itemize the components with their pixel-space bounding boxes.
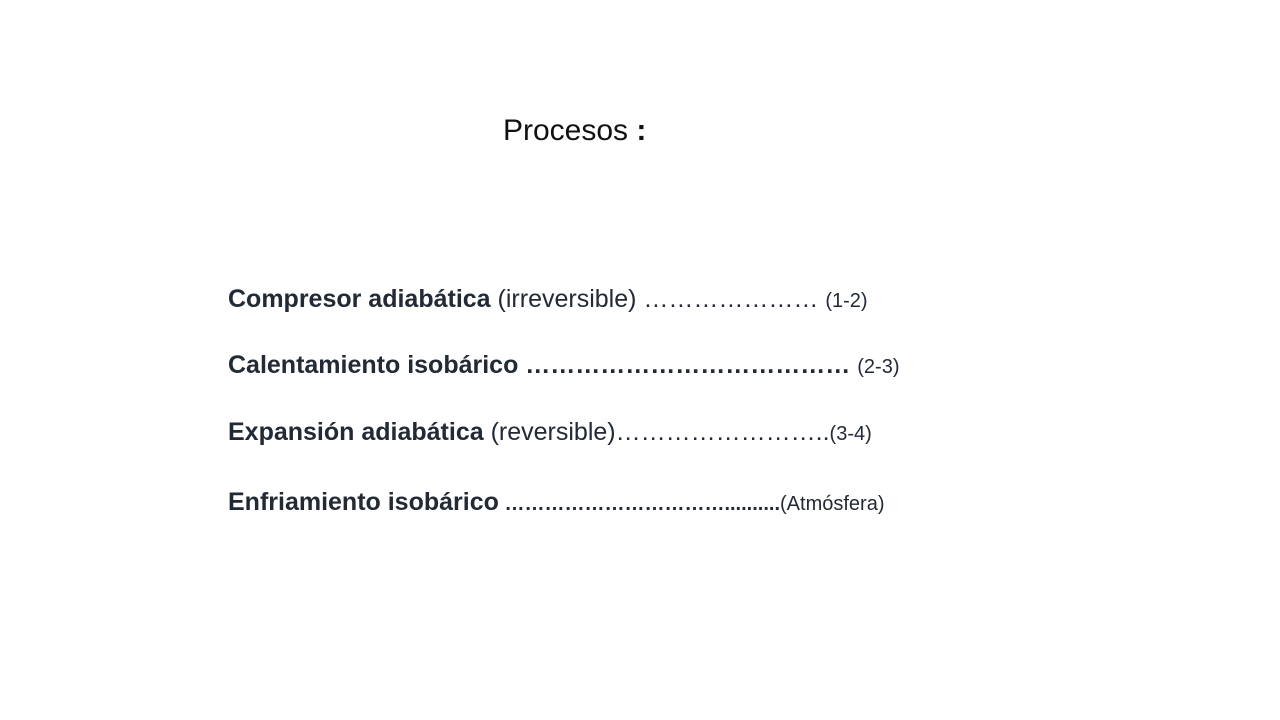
process-stage: (3-4)	[829, 423, 872, 445]
process-name: Calentamiento isobárico	[228, 351, 519, 379]
process-item: Expansión adiabática (reversible)……………………	[228, 418, 872, 447]
process-name: Expansión adiabática	[228, 418, 484, 446]
process-stage: (1-2)	[825, 290, 868, 312]
process-stage: (2-3)	[857, 356, 900, 378]
leader-dots: ……………………………..........	[498, 493, 781, 515]
leader-dots: …………………	[636, 285, 826, 313]
process-item: Compresor adiabática (irreversible) ……………	[228, 285, 868, 314]
process-stage: (Atmósfera)	[780, 493, 885, 515]
process-name: Compresor adiabática	[228, 285, 491, 313]
slide-title: Procesos :	[503, 114, 646, 148]
process-qualifier: (irreversible)	[490, 285, 637, 313]
title-text: Procesos	[503, 114, 629, 147]
title-colon: :	[636, 114, 647, 147]
process-item: Enfriamiento isobárico ……………………………......…	[228, 488, 884, 517]
process-item: Calentamiento isobárico ………………………………… (2…	[228, 351, 900, 380]
process-qualifier: (reversible)	[483, 418, 616, 446]
leader-dots: …………………………………	[518, 351, 858, 379]
leader-dots: ……………………..	[615, 418, 830, 446]
process-name: Enfriamiento isobárico	[228, 488, 499, 516]
